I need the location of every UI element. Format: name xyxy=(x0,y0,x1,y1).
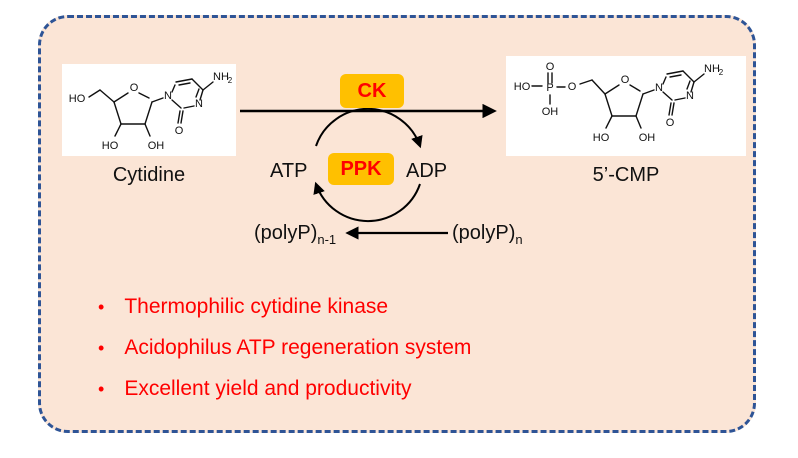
kinase-enzyme-box: CK xyxy=(340,74,404,108)
bullet-text: Acidophilus ATP regeneration system xyxy=(124,336,472,359)
atom-label: O xyxy=(666,117,675,129)
list-item: • Thermophilic cytidine kinase xyxy=(98,294,471,320)
atom-label: OH xyxy=(148,140,165,152)
atom-label: N xyxy=(164,90,172,102)
cytidine-structure: O HO HO OH N N O NH 2 xyxy=(69,71,233,152)
list-item: • Excellent yield and productivity xyxy=(98,376,471,402)
atom-label: O xyxy=(568,81,577,93)
atom-label: O xyxy=(130,82,139,94)
highlights-list: • Thermophilic cytidine kinase • Acidoph… xyxy=(98,294,471,417)
atom-label: HO xyxy=(593,132,610,144)
polyp-substrate-subscript: n xyxy=(515,232,523,247)
cmp-structure-box: O P HO OH O O HO OH N N O NH 2 xyxy=(506,56,746,156)
polyp-product-subscript: n-1 xyxy=(317,232,337,247)
ppk-enzyme-box: PPK xyxy=(328,153,394,185)
bullet-icon: • xyxy=(98,297,105,317)
list-item: • Acidophilus ATP regeneration system xyxy=(98,335,471,361)
polyp-substrate-label: (polyP)n xyxy=(452,222,523,247)
atom-label: N xyxy=(195,98,203,110)
atom-label: O xyxy=(621,74,630,86)
polyp-product-base: (polyP) xyxy=(254,222,318,244)
atom-label-sub: 2 xyxy=(228,76,233,85)
atom-label: N xyxy=(686,90,694,102)
bullet-text: Excellent yield and productivity xyxy=(124,377,412,400)
atom-label: OH xyxy=(542,106,559,118)
atom-label: OH xyxy=(639,132,656,144)
atom-label: HO xyxy=(514,81,531,93)
adp-label: ADP xyxy=(406,160,448,182)
atom-label: N xyxy=(655,82,663,94)
polyp-substrate-base: (polyP) xyxy=(452,222,516,244)
product-label: 5’-CMP xyxy=(592,164,660,186)
atom-label: O xyxy=(546,61,555,73)
substrate-label: Cytidine xyxy=(112,164,186,186)
bullet-text: Thermophilic cytidine kinase xyxy=(124,295,389,318)
atom-label: P xyxy=(546,82,553,94)
atom-label: O xyxy=(175,125,184,137)
cytidine-structure-box: O HO HO OH N N O NH 2 xyxy=(62,64,236,156)
atom-label: HO xyxy=(102,140,119,152)
atp-label: ATP xyxy=(270,160,308,182)
bullet-icon: • xyxy=(98,379,105,399)
atom-label: NH xyxy=(213,71,229,83)
atom-label: NH xyxy=(704,63,720,75)
bullet-icon: • xyxy=(98,338,105,358)
atom-label: HO xyxy=(69,93,86,105)
polyp-product-label: (polyP)n-1 xyxy=(254,222,336,247)
cmp-structure: O P HO OH O O HO OH N N O NH 2 xyxy=(514,61,724,144)
atom-label-sub: 2 xyxy=(719,68,724,77)
